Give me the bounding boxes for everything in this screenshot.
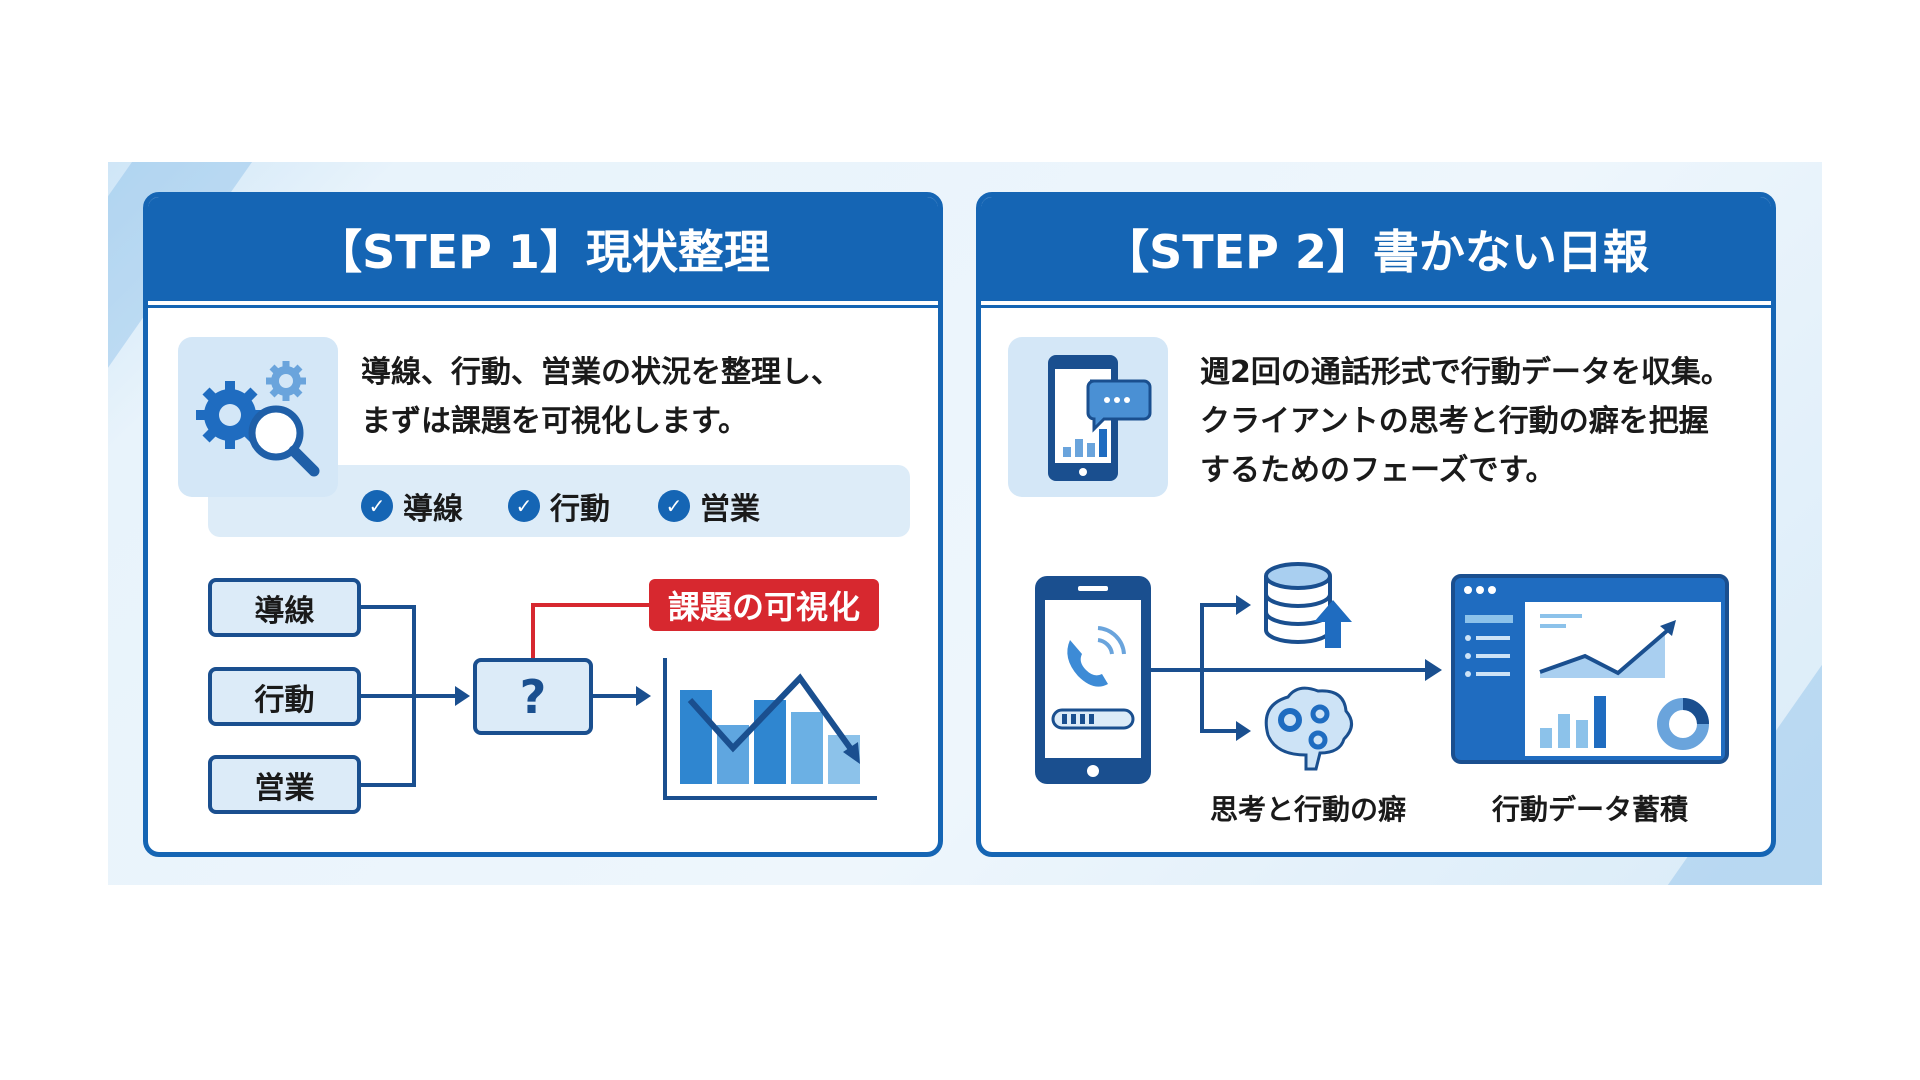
gears-magnifier-icon: [196, 361, 320, 477]
input-box: 行動: [208, 667, 361, 726]
check-label: 行動: [550, 492, 610, 527]
phone-chat-icon-box: [1008, 337, 1168, 497]
check-item: ✓ 行動: [508, 484, 610, 528]
gears-search-icon-box: [178, 337, 338, 497]
dashboard-analytics-icon: [1451, 574, 1729, 764]
desc-line: 週2回の通話形式で行動データを収集。: [1200, 355, 1731, 390]
check-label: 導線: [403, 492, 463, 527]
data-accumulation-label: 行動データ蓄積: [1491, 793, 1689, 826]
check-label: 営業: [700, 492, 760, 527]
database-upload-icon: [1264, 562, 1352, 648]
desc-line: クライアントの思考と行動の癖を把握: [1200, 404, 1709, 439]
visualize-issues-label: 課題の可視化: [649, 579, 879, 631]
input-box: 営業: [208, 755, 361, 814]
unknown-box: ?: [473, 658, 593, 735]
step2-title: 【STEP 2】書かない日報: [981, 197, 1771, 305]
phone-call-icon: [1035, 576, 1151, 784]
phone-chat-icon: [1048, 355, 1152, 481]
check-icon: ✓: [658, 490, 690, 522]
step1-description: 導線、行動、営業の状況を整理し、 まずは課題を可視化します。: [361, 348, 841, 446]
check-icon: ✓: [508, 490, 540, 522]
check-item: ✓ 営業: [658, 484, 760, 528]
input-box: 導線: [208, 578, 361, 637]
check-icon: ✓: [361, 490, 393, 522]
desc-line: まずは課題を可視化します。: [361, 404, 748, 439]
habits-label: 思考と行動の癖: [1209, 793, 1407, 826]
brain-gears-icon: [1264, 686, 1353, 771]
declining-bar-chart-icon: [663, 658, 877, 800]
check-item: ✓ 導線: [361, 484, 463, 528]
step2-description: 週2回の通話形式で行動データを収集。 クライアントの思考と行動の癖を把握 するた…: [1200, 348, 1731, 495]
desc-line: 導線、行動、営業の状況を整理し、: [361, 355, 841, 390]
desc-line: するためのフェーズです。: [1200, 453, 1556, 488]
step1-title: 【STEP 1】現状整理: [148, 197, 938, 305]
